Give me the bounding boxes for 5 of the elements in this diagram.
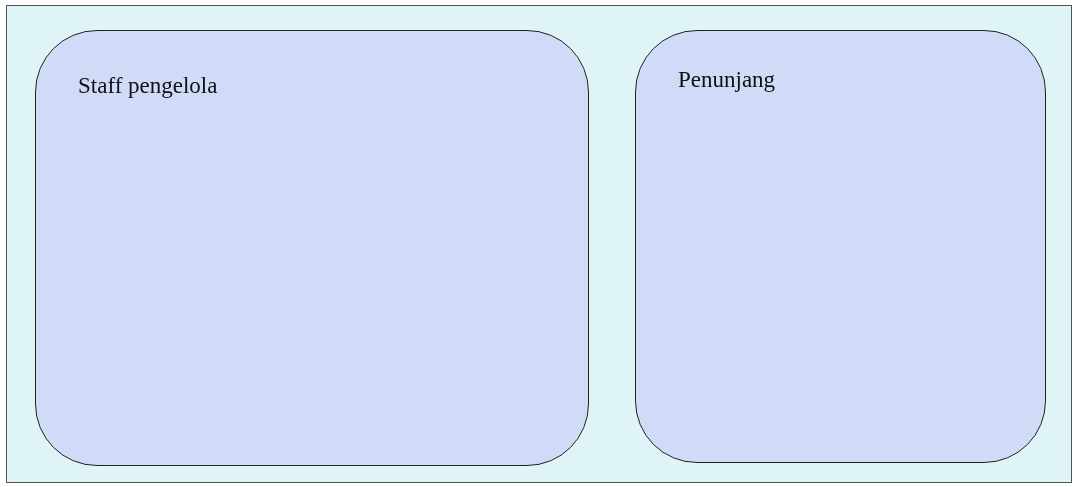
panel-background (6, 5, 1072, 483)
group-heading: Staff pengelola (78, 73, 218, 99)
group-box (635, 30, 1046, 463)
group-heading: Penunjang (678, 67, 776, 93)
group-box (35, 30, 589, 466)
